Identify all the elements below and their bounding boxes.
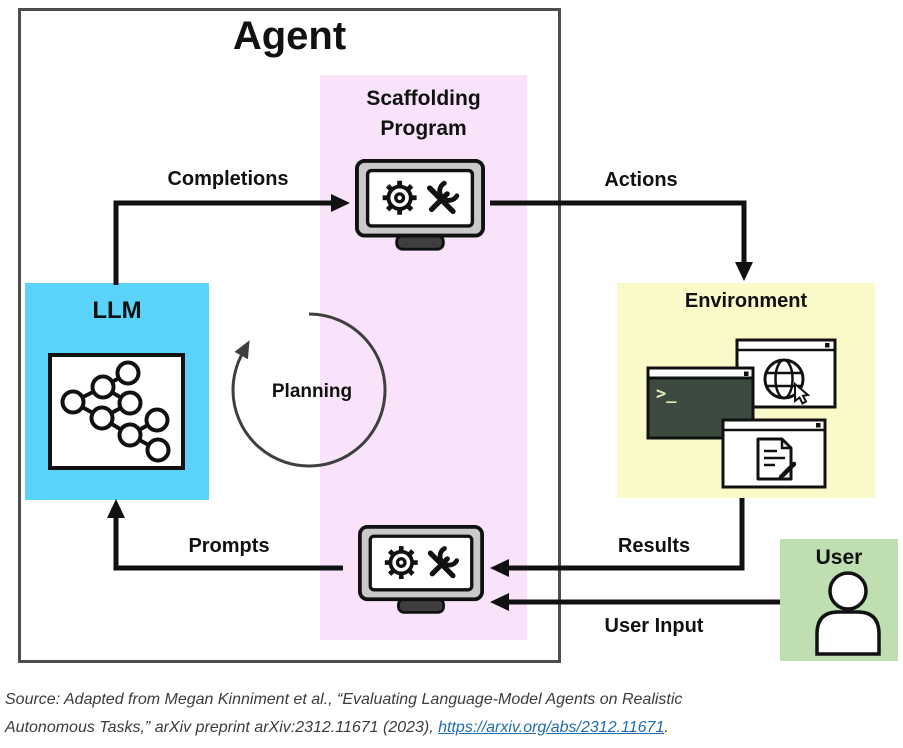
terminal-prompt: >_: [656, 384, 677, 404]
user-label: User: [815, 546, 863, 569]
scaffolding-program-label: Scaffolding Program: [366, 87, 481, 140]
source-citation: Source: Adapted from Megan Kinniment et …: [5, 686, 895, 742]
monitor-gear-tools-icon: [357, 524, 485, 618]
llm-label: LLM: [92, 297, 142, 324]
prompts-label: Prompts: [188, 535, 270, 557]
results-label: Results: [617, 535, 691, 557]
document-window-icon: [721, 418, 827, 489]
planning-label: Planning: [271, 381, 353, 402]
environment-windows: >_: [646, 338, 837, 489]
monitor-gear-tools-icon: [354, 158, 486, 255]
arxiv-link[interactable]: https://arxiv.org/abs/2312.11671: [438, 719, 665, 736]
person-icon: [815, 571, 881, 656]
source-line2: Autonomous Tasks,” arXiv preprint arXiv:…: [5, 719, 669, 736]
completions-label: Completions: [167, 168, 289, 190]
source-line1: Source: Adapted from Megan Kinniment et …: [5, 691, 683, 708]
environment-label: Environment: [684, 290, 808, 312]
user-input-label: User Input: [604, 615, 704, 637]
actions-arrowhead: [735, 262, 753, 281]
agent-title: Agent: [232, 14, 347, 58]
network-graph-icon: [48, 353, 185, 470]
actions-label: Actions: [604, 169, 678, 191]
